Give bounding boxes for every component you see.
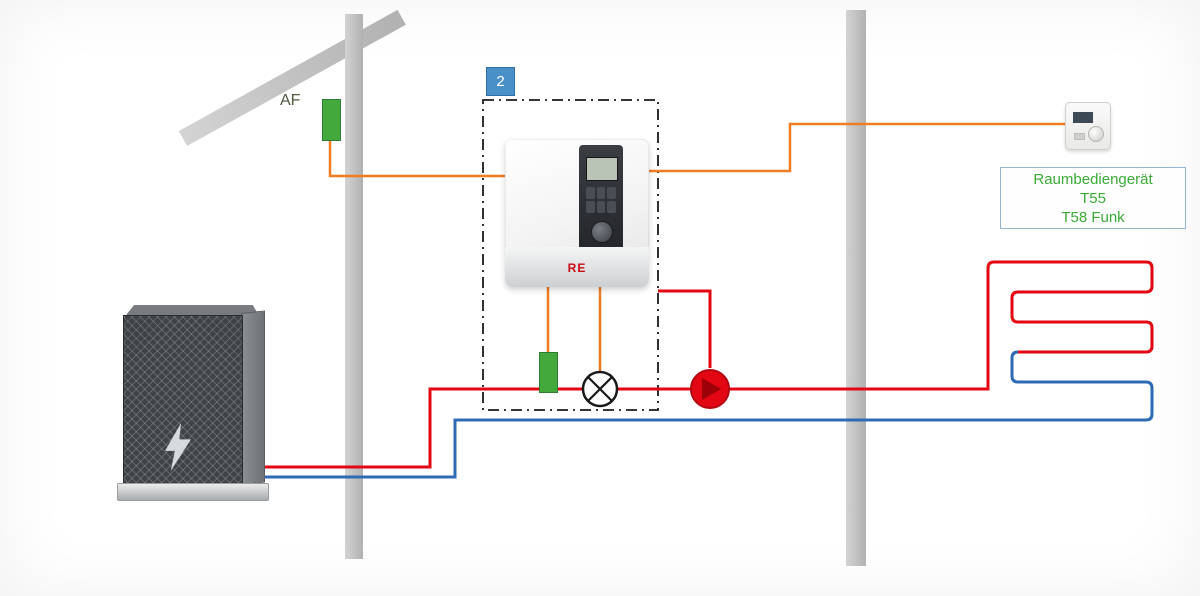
outdoor-unit — [117, 305, 269, 505]
signal-line-outdoor-sensor — [328, 139, 507, 178]
outdoor-unit-base — [117, 483, 269, 501]
room-controller-display — [1073, 112, 1093, 123]
indoor-unit-display — [586, 157, 618, 181]
room-controller-label-line2: T55 — [1080, 189, 1106, 207]
circulation-pump-icon — [690, 369, 730, 409]
indoor-unit-dial — [591, 221, 613, 243]
system-boundary — [482, 99, 659, 411]
indoor-unit-base: RE — [505, 247, 649, 287]
outdoor-unit-front-grille — [123, 315, 243, 489]
indoor-unit: RE — [505, 139, 649, 287]
room-controller-label-box: Raumbediengerät T55 T58 Funk — [1000, 167, 1186, 229]
indoor-unit-control-panel — [579, 145, 623, 251]
return-pipe — [255, 350, 1154, 479]
outdoor-sensor-label: AF — [280, 92, 301, 109]
supply-pipe — [255, 260, 1154, 469]
room-controller — [1065, 102, 1111, 150]
brand-logo: RE — [567, 261, 587, 275]
valve-icon — [581, 370, 619, 408]
indoor-unit-buttons — [586, 187, 616, 213]
pump-feed-pipe — [658, 289, 712, 368]
room-controller-dial — [1088, 126, 1104, 142]
wall-post-left — [345, 14, 363, 559]
boundary-badge: 2 — [486, 67, 515, 96]
flow-sensor — [539, 352, 558, 393]
signal-line-room-controller — [649, 122, 1066, 173]
room-controller-label-line1: Raumbediengerät — [1033, 170, 1153, 188]
outdoor-sensor — [322, 99, 341, 141]
room-controller-button — [1074, 133, 1085, 140]
outdoor-unit-side — [241, 310, 265, 485]
room-controller-label-line3: T58 Funk — [1061, 208, 1125, 226]
wall-right — [846, 10, 866, 566]
indoor-unit-body: RE — [505, 139, 649, 287]
